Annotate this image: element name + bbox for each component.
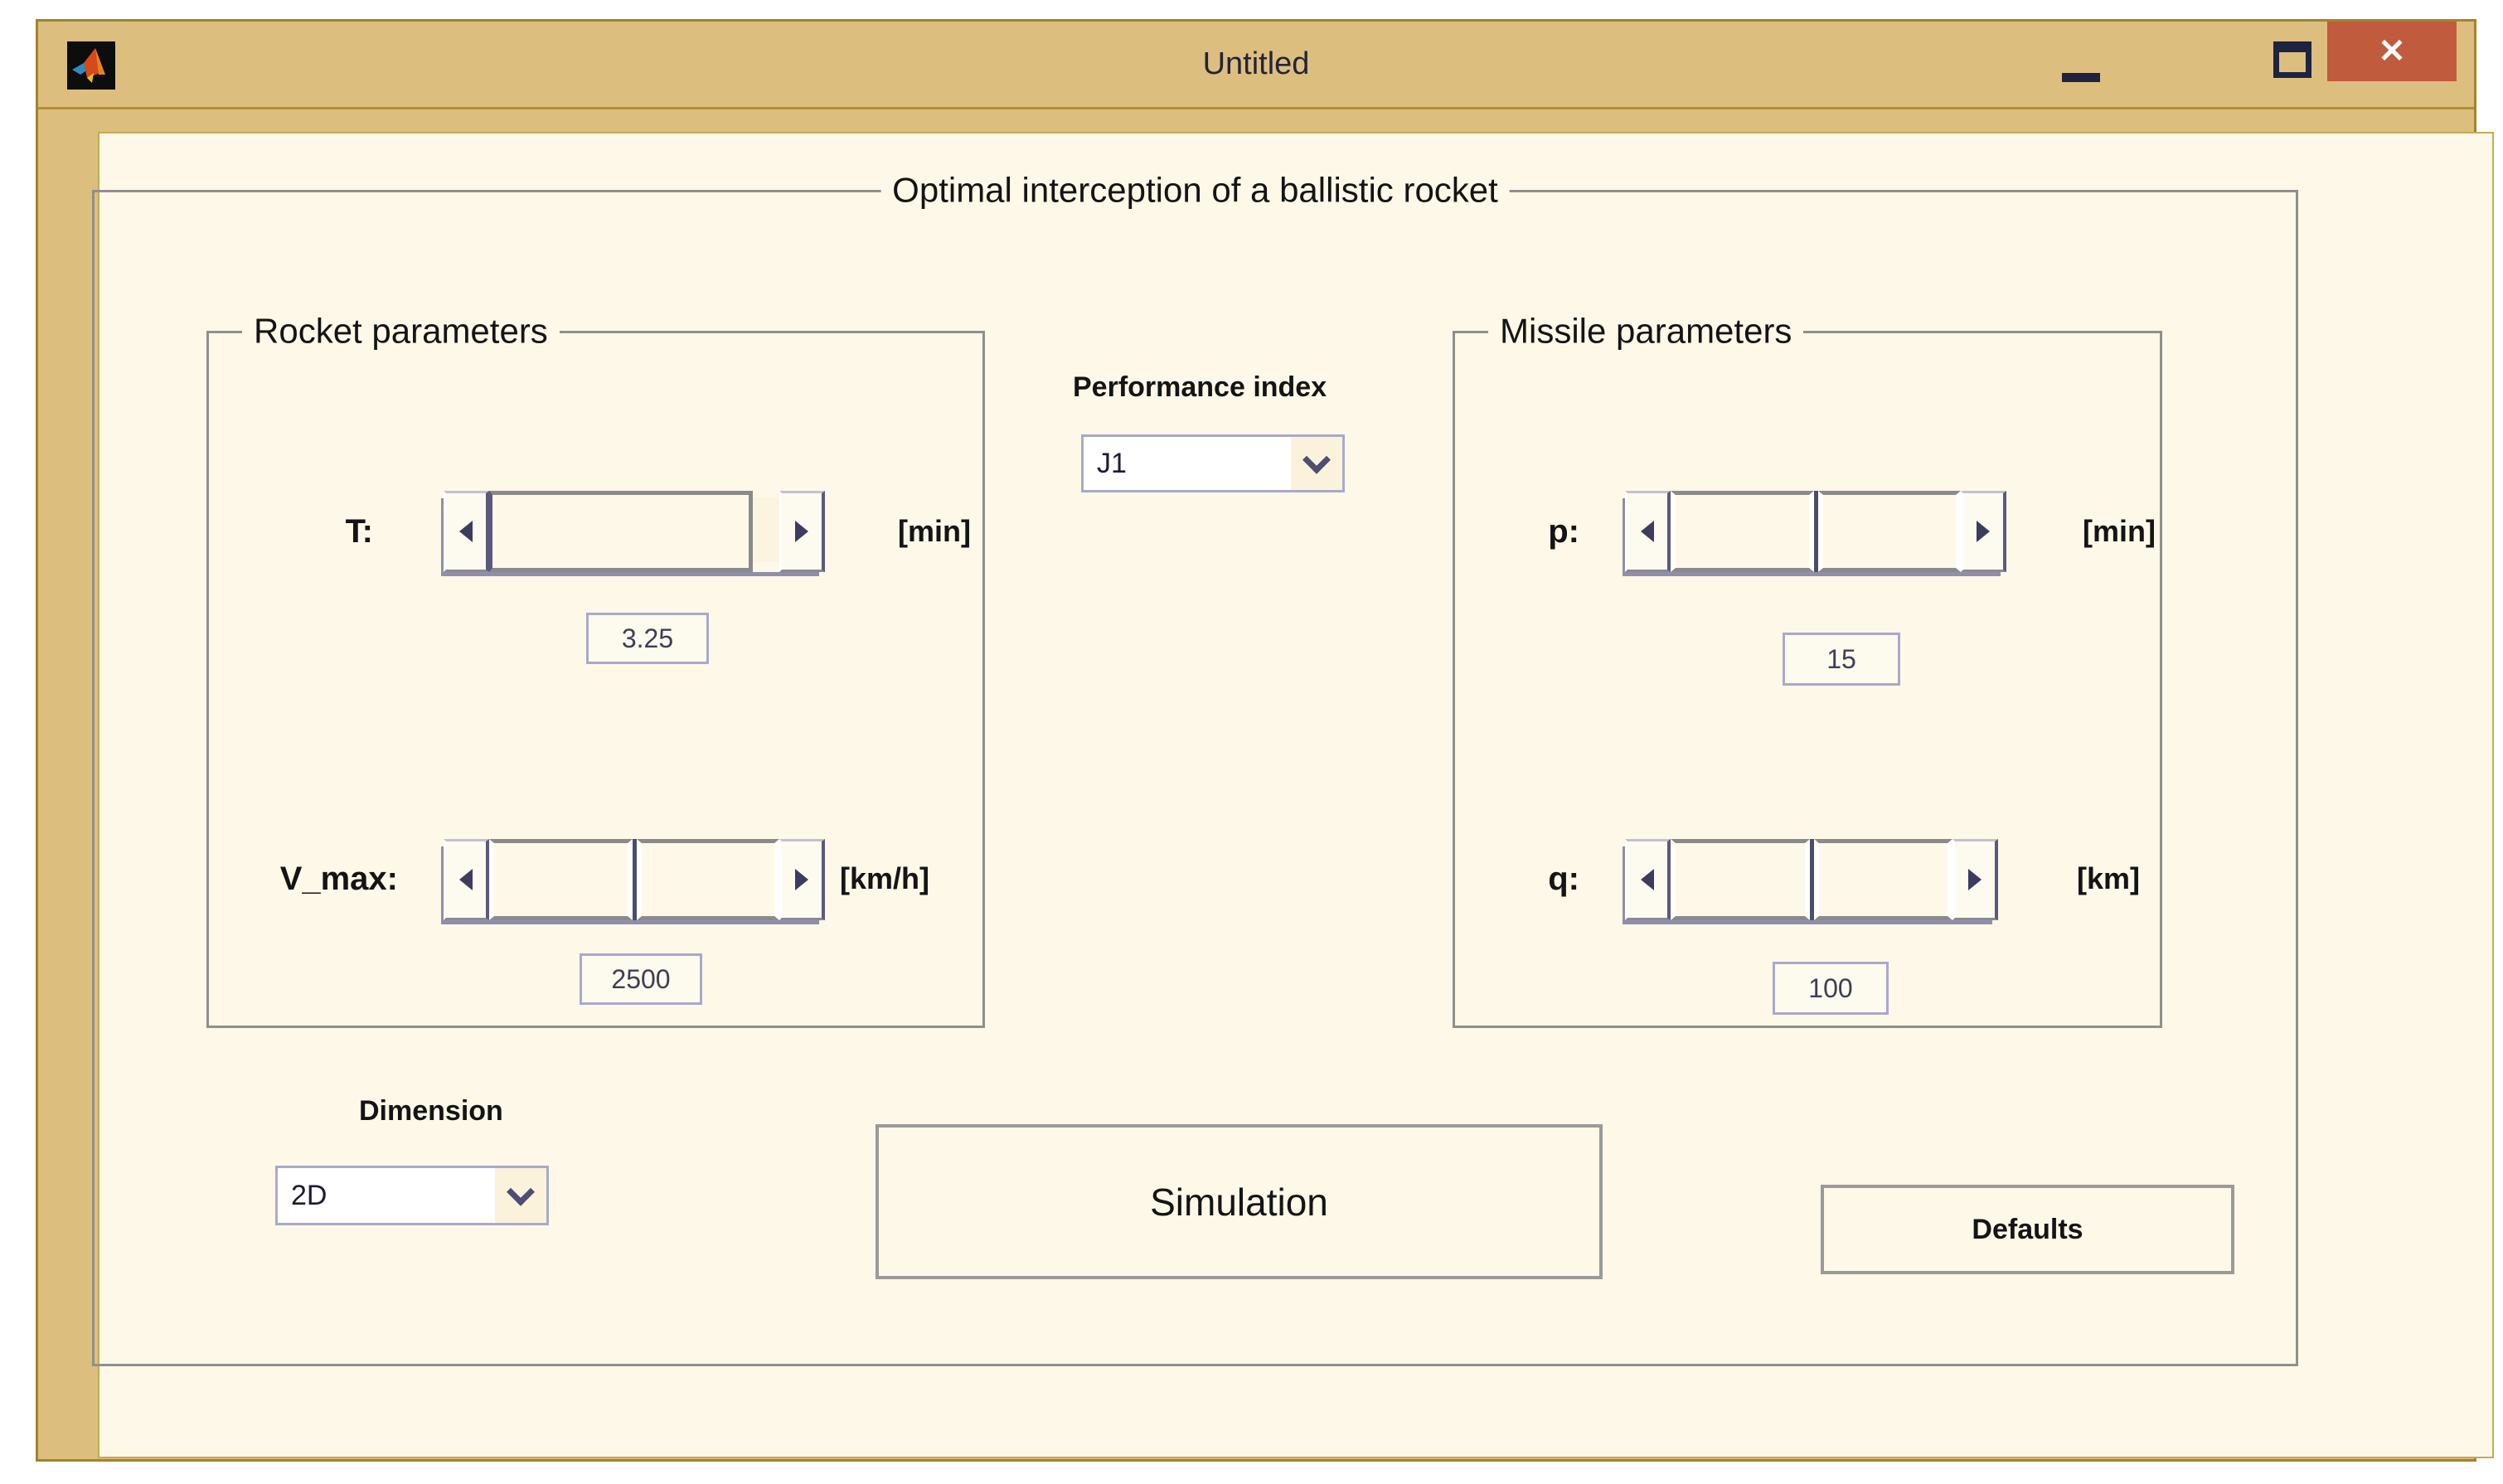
t-label: T:	[345, 513, 373, 550]
t-slider-track[interactable]	[753, 497, 779, 562]
vmax-value-edit[interactable]: 2500	[580, 953, 702, 1005]
t-value-edit[interactable]: 3.25	[586, 613, 709, 664]
missile-parameters-panel: Missile parameters	[1453, 311, 2162, 1028]
q-slider-thumb[interactable]	[1809, 839, 1814, 920]
p-slider-left-arrow-icon[interactable]	[1625, 491, 1671, 572]
minimize-icon[interactable]	[2062, 73, 2100, 82]
t-slider[interactable]	[444, 491, 825, 572]
matlab-icon	[67, 41, 115, 90]
performance-index-dropdown[interactable]: J1	[1081, 434, 1345, 492]
vmax-slider-left-arrow-icon[interactable]	[444, 839, 489, 920]
t-slider-thumb[interactable]	[489, 491, 753, 572]
t-slider-left-arrow-icon[interactable]	[444, 491, 489, 572]
q-slider[interactable]	[1625, 839, 1998, 920]
q-slider-right-arrow-icon[interactable]	[1952, 839, 1998, 920]
simulation-button[interactable]: Simulation	[876, 1124, 1603, 1279]
vmax-slider-thumb[interactable]	[632, 839, 637, 920]
performance-index-value: J1	[1097, 447, 1127, 479]
p-slider-segment-left[interactable]	[1671, 491, 1814, 572]
q-unit-label: [km]	[2077, 861, 2141, 895]
t-unit-label: [min]	[898, 514, 971, 548]
dimension-value: 2D	[291, 1179, 327, 1211]
p-slider-right-arrow-icon[interactable]	[1961, 491, 2006, 572]
defaults-button[interactable]: Defaults	[1821, 1185, 2234, 1274]
vmax-slider-segment-right[interactable]	[636, 839, 779, 920]
t-slider-right-arrow-icon[interactable]	[779, 491, 825, 572]
window-title: Untitled	[1202, 46, 1310, 81]
p-label: p:	[1548, 513, 1579, 550]
close-icon[interactable]: ✕	[2327, 22, 2457, 81]
titlebar: Untitled ✕	[38, 22, 2474, 109]
p-value-edit[interactable]: 15	[1783, 633, 1900, 686]
main-panel: Optimal interception of a ballistic rock…	[92, 170, 2298, 1366]
dimension-label: Dimension	[359, 1095, 503, 1127]
vmax-slider[interactable]	[444, 839, 825, 920]
chevron-down-icon[interactable]	[1291, 437, 1342, 490]
q-slider-left-arrow-icon[interactable]	[1625, 839, 1671, 920]
performance-index-label: Performance index	[1073, 371, 1327, 403]
missile-panel-title: Missile parameters	[1488, 311, 1804, 352]
vmax-slider-right-arrow-icon[interactable]	[779, 839, 825, 920]
chevron-down-icon[interactable]	[495, 1168, 546, 1223]
q-slider-segment-right[interactable]	[1813, 839, 1952, 920]
rocket-parameters-panel: Rocket parameters	[206, 311, 985, 1028]
q-label: q:	[1548, 861, 1579, 897]
q-slider-segment-left[interactable]	[1671, 839, 1810, 920]
dimension-dropdown[interactable]: 2D	[275, 1166, 549, 1225]
p-slider[interactable]	[1625, 491, 2006, 572]
p-slider-segment-right[interactable]	[1817, 491, 1961, 572]
maximize-icon[interactable]	[2273, 41, 2311, 78]
vmax-slider-segment-left[interactable]	[489, 839, 633, 920]
rocket-panel-title: Rocket parameters	[242, 311, 560, 352]
vmax-unit-label: [km/h]	[840, 861, 929, 895]
p-unit-label: [min]	[2083, 514, 2156, 548]
main-panel-title: Optimal interception of a ballistic rock…	[880, 170, 1510, 211]
q-value-edit[interactable]: 100	[1773, 962, 1889, 1015]
vmax-label: V_max:	[279, 861, 398, 897]
p-slider-thumb[interactable]	[1813, 491, 1818, 572]
